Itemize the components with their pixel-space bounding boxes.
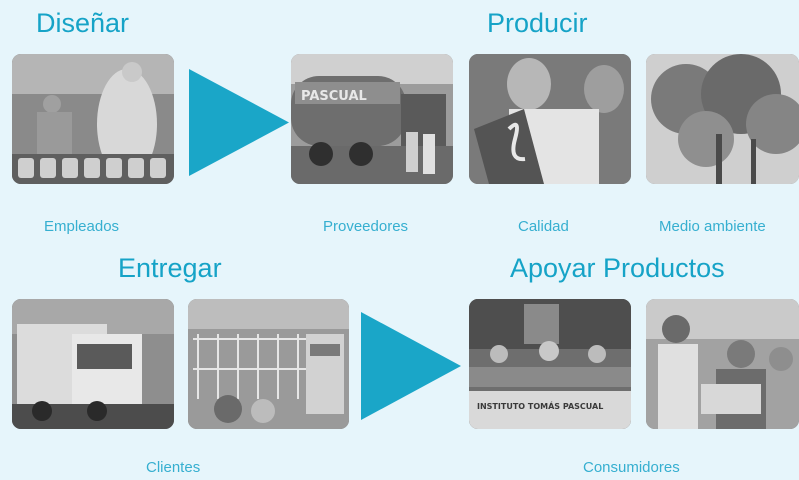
- photo-consumidores-instituto: INSTITUTO TOMÁS PASCUAL: [469, 299, 631, 429]
- heading-disenar: Diseñar: [36, 8, 130, 38]
- caption-medio-ambiente: Medio ambiente: [659, 218, 766, 235]
- heading-producir: Producir: [487, 8, 588, 38]
- caption-calidad: Calidad: [518, 218, 569, 235]
- caption-clientes: Clientes: [146, 459, 201, 476]
- arrow-row2: [361, 312, 461, 420]
- heading-entregar: Entregar: [118, 253, 222, 283]
- heading-apoyar-productos: Apoyar Productos: [510, 253, 725, 283]
- caption-consumidores: Consumidores: [583, 459, 680, 476]
- caption-empleados: Empleados: [44, 218, 120, 235]
- photo-proveedores: PASCUAL: [291, 54, 453, 184]
- photo-calidad: [469, 54, 631, 184]
- instituto-banner-text: INSTITUTO TOMÁS PASCUAL: [477, 400, 603, 411]
- photo-empleados: [12, 54, 174, 184]
- photo-medio-ambiente: [646, 54, 799, 184]
- truck-brand-text: PASCUAL: [301, 89, 367, 104]
- photo-clientes-camiones: [12, 299, 174, 429]
- photo-clientes-supermercado: [188, 299, 349, 429]
- arrow-row1: [189, 69, 289, 176]
- photo-consumidores-personas: [646, 299, 799, 429]
- caption-proveedores: Proveedores: [323, 218, 409, 235]
